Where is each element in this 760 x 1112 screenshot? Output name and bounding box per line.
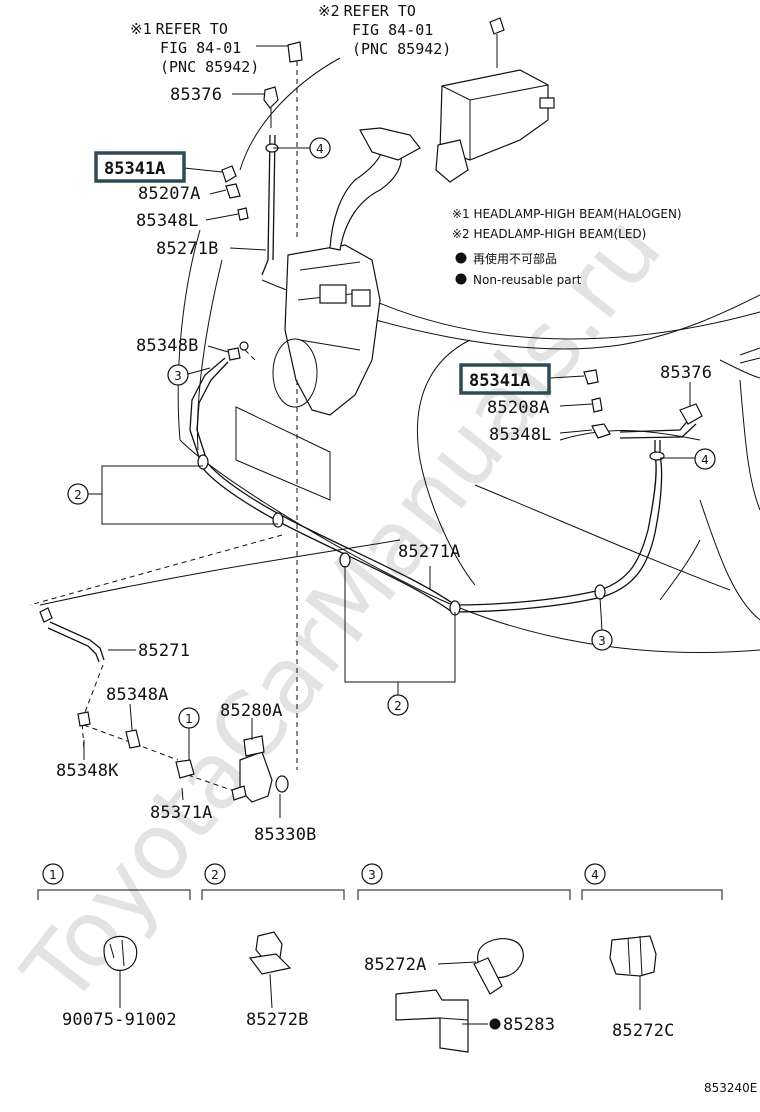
part-85348A: 85348A: [106, 685, 169, 705]
highlight-box-85341A-left: [94, 151, 186, 183]
part-85272C: 85272C: [612, 1021, 675, 1041]
svg-text:1: 1: [49, 868, 57, 882]
legend: ※1 HEADLAMP-HIGH BEAM(HALOGEN) ※2 HEADLA…: [452, 207, 682, 287]
svg-text:4: 4: [591, 868, 599, 882]
washer-pump-assembly: [39, 607, 289, 803]
svg-text:(PNC 85942): (PNC 85942): [160, 58, 259, 76]
part-85348K: 85348K: [56, 761, 119, 781]
highlight-box-85341A-right: [459, 363, 551, 395]
part-85272A: 85272A: [364, 955, 427, 975]
part-labels: 85376 85341A 85207A 85348L 85271B 85348B…: [56, 85, 712, 845]
svg-text:3: 3: [598, 634, 606, 648]
part-85348L-left: 85348L: [136, 211, 199, 231]
non-reusable-bullet-icon: [455, 252, 467, 264]
svg-text:4: 4: [316, 142, 324, 156]
svg-text:1: 1: [185, 712, 193, 726]
part-85271: 85271: [138, 641, 190, 661]
part-85207A: 85207A: [138, 184, 201, 204]
part-85348L-right: 85348L: [489, 425, 552, 445]
label-leader-lines: [83, 45, 691, 818]
legend-note-2: ※2 HEADLAMP-HIGH BEAM(LED): [452, 227, 646, 241]
bumper-bracket-outline: [235, 406, 331, 501]
legend-note-1: ※1 HEADLAMP-HIGH BEAM(HALOGEN): [452, 207, 682, 221]
part-85208A: 85208A: [487, 398, 550, 418]
washer-hoses: [47, 134, 697, 663]
svg-text:2: 2: [211, 868, 219, 882]
detail-1-grommet: 90075-91002: [62, 935, 177, 1030]
callout-markers: 4 3 2 2 4 3 1: [67, 137, 716, 760]
left-nozzle-parts: [221, 41, 303, 361]
callout-2-left: [67, 483, 89, 505]
callout-3-left: [167, 364, 189, 386]
callout-4-right: [694, 448, 716, 470]
vehicle-body-outline: [39, 57, 760, 653]
part-85271B: 85271B: [156, 239, 219, 259]
svg-text:(PNC 85942): (PNC 85942): [352, 40, 451, 58]
legend-bullet-1: 再使用不可部品: [473, 251, 557, 266]
legend-bullet-2: Non-reusable part: [473, 273, 582, 287]
part-90075-91002: 90075-91002: [62, 1010, 177, 1030]
detail-3-clamp: 85272A 85283: [364, 938, 555, 1053]
svg-text:4: 4: [701, 453, 709, 467]
non-reusable-bullet-icon: [489, 1018, 501, 1030]
detail-2-clip: 85272B: [246, 931, 309, 1030]
detail-4-clamp: 85272C: [609, 935, 675, 1041]
part-85271A: 85271A: [398, 542, 461, 562]
washer-tank: [272, 127, 421, 416]
svg-text:3: 3: [174, 369, 182, 383]
svg-text:2: 2: [74, 488, 82, 502]
svg-text:FIG 84-01: FIG 84-01: [160, 39, 241, 57]
callout-2-bottom: [387, 694, 409, 716]
part-85376-right: 85376: [660, 363, 712, 383]
headlamp-unit-led: [435, 17, 555, 183]
part-85341A-right: 85341A: [469, 371, 530, 391]
part-85371A: 85371A: [150, 803, 213, 823]
detail-headers: 1 2 3 4: [37, 863, 723, 900]
part-85283: 85283: [503, 1015, 555, 1035]
part-85341A-left: 85341A: [104, 159, 165, 179]
svg-text:FIG 84-01: FIG 84-01: [352, 21, 433, 39]
part-85272B: 85272B: [246, 1010, 309, 1030]
part-85348B: 85348B: [136, 336, 199, 356]
part-85376-left: 85376: [170, 85, 222, 105]
part-85330B: 85330B: [254, 825, 317, 845]
callout-3-right: [591, 629, 613, 651]
non-reusable-bullet-icon: [455, 273, 467, 285]
svg-text:3: 3: [368, 868, 376, 882]
part-85280A: 85280A: [220, 701, 283, 721]
right-nozzle-parts: [583, 369, 703, 439]
callout-4-top: [309, 137, 331, 159]
svg-text:2: 2: [394, 699, 402, 713]
figure-code: 853240E: [704, 1081, 757, 1095]
callout-1: [178, 707, 200, 729]
